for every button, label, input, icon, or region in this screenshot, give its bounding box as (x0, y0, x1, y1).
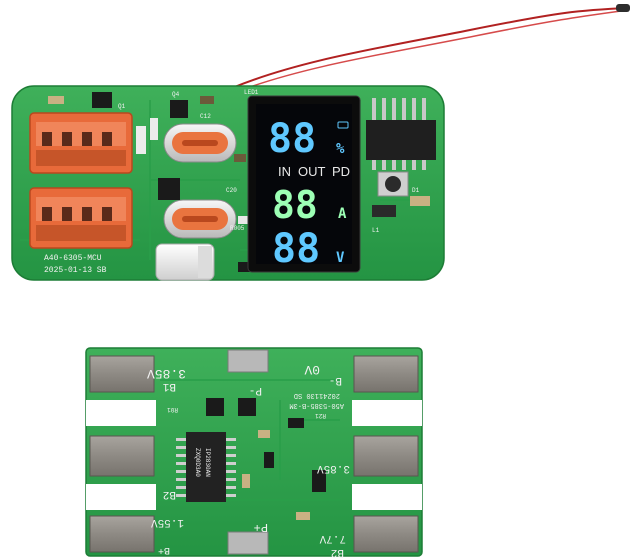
label-b1: B1 (162, 380, 176, 392)
current-digits: 88 (272, 183, 318, 227)
voltage-unit: V (336, 250, 345, 266)
voltage-digits: 88 (272, 226, 320, 272)
solder-pad-top (227, 349, 269, 373)
label-p-minus: P- (249, 384, 262, 396)
model-label: A40-6305-MCU (44, 254, 102, 263)
label-r01: R01 (167, 406, 178, 413)
current-unit: A (338, 206, 347, 222)
label-q1: Q1 (118, 103, 126, 110)
push-button (377, 171, 409, 197)
label-b2-left: B2 (163, 488, 176, 500)
bms-board: IP2830AN ZXQ0D3A0 3.85V B1 P- 0V B- 2024… (85, 347, 423, 558)
battery-tabs (89, 355, 419, 553)
label-v-bottom-right: 7.7V (319, 532, 346, 544)
label-v-bottom-left: 1.55V (151, 516, 184, 528)
mode-label-pd: PD (332, 164, 350, 179)
mode-label-in: IN (278, 164, 291, 179)
label-p-plus: P+ (254, 520, 268, 534)
ic-chip-right (366, 98, 436, 170)
label-b-plus: B+ (158, 544, 170, 555)
solder-pad-bottom (227, 531, 269, 555)
date-label: 2025-01-13 SB (44, 266, 107, 275)
label-b-minus: B- (329, 374, 342, 386)
thermistor-wire (231, 4, 630, 93)
percent-unit: % (336, 141, 345, 157)
component-labels: Q1 Q4 C12 C20 R005 LED1 L1 D1 (118, 89, 420, 234)
display-readout: 88 % IN OUT PD 88 A 88 V (268, 116, 350, 272)
smd-components (48, 92, 430, 272)
label-q4: Q4 (172, 91, 180, 98)
usb-c-port-2 (163, 199, 237, 239)
label-d1: D1 (412, 187, 420, 194)
mode-label-out: OUT (298, 164, 326, 179)
usb-a-port-2 (29, 187, 133, 249)
label-led1: LED1 (244, 89, 259, 96)
label-r005: R005 (230, 225, 245, 232)
label-part: A50-5385-B-3M (289, 401, 344, 409)
label-date: 20241130 SD (294, 391, 340, 399)
battery-icon (337, 121, 349, 129)
label-v-mid-right: 3.85V (317, 462, 350, 474)
label-l1: L1 (372, 227, 380, 234)
bms-labels: 3.85V B1 P- 0V B- 20241130 SD A50-5385-B… (147, 362, 350, 558)
label-zero-v: 0V (304, 362, 320, 377)
label-c20: C20 (226, 187, 237, 194)
percent-digits: 88 (268, 116, 316, 162)
capacitor (155, 243, 215, 281)
label-c12: C12 (200, 113, 211, 120)
bms-smd-components (206, 398, 326, 520)
usb-c-port-1 (163, 123, 237, 163)
lcd-display (247, 95, 361, 273)
usb-a-port-1 (29, 112, 133, 174)
label-v-top-left: 3.85V (147, 366, 186, 381)
label-r21: R21 (315, 412, 326, 419)
chip-sub-label: ZXQ0D3A0 (194, 448, 201, 477)
top-pcb-board: A40-6305-MCU 2025-01-13 SB Q1 Q4 C12 C20… (11, 85, 445, 281)
label-b2-right: B2 (331, 546, 344, 558)
bms-ic-chip: IP2830AN ZXQ0D3A0 (176, 432, 236, 502)
chip-main-label: IP2830AN (204, 448, 211, 477)
